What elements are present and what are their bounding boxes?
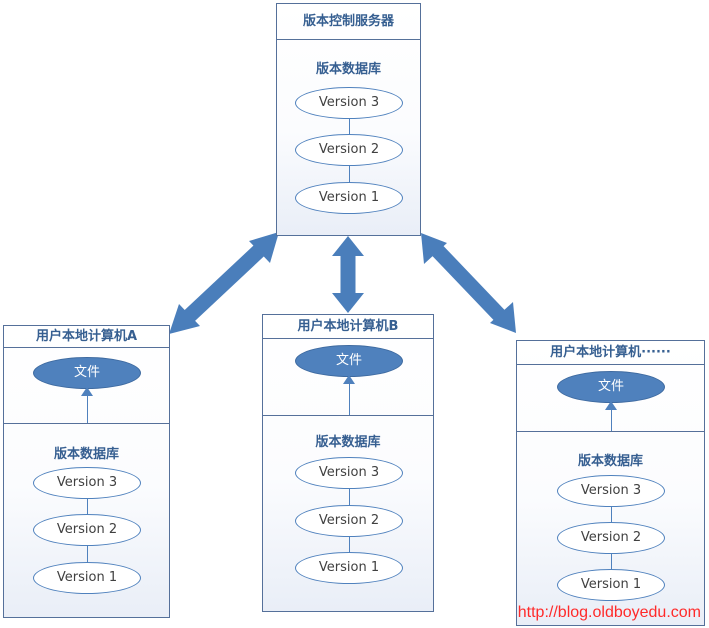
arrow-client-a-server: [169, 232, 279, 334]
arrow-server-client-c: [421, 233, 516, 333]
client-c-file-node: 文件: [557, 371, 665, 403]
server-version-3: Version 3: [295, 87, 403, 119]
client-c-db-label: 版本数据库: [577, 454, 643, 469]
client-b-version-2: Version 2: [295, 505, 403, 537]
client-c-box: 用户本地计算机······ 文件 版本数据库 Version 3 Version…: [516, 340, 705, 626]
server-box: 版本控制服务器 版本数据库 Version 3 Version 2 Versio…: [276, 3, 421, 236]
client-c-title: 用户本地计算机······: [517, 341, 704, 365]
client-b-title: 用户本地计算机B: [263, 315, 433, 339]
client-c-version-3: Version 3: [557, 475, 665, 507]
client-b-db-label: 版本数据库: [315, 435, 381, 450]
client-b-file-connector: [349, 377, 350, 415]
client-a-version-2: Version 2: [33, 514, 141, 546]
server-title: 版本控制服务器: [277, 4, 420, 40]
arrow-up-icon: [605, 401, 617, 410]
client-a-divider: [4, 423, 169, 424]
client-a-file-node: 文件: [33, 357, 141, 389]
client-a-file-connector: [87, 389, 88, 423]
watermark-url: http://blog.oldboyedu.com: [517, 604, 701, 621]
server-db-label: 版本数据库: [315, 62, 381, 77]
client-c-divider: [517, 431, 704, 432]
client-a-box: 用户本地计算机A 文件 版本数据库 Version 3 Version 2 Ve…: [3, 325, 170, 618]
client-b-version-3: Version 3: [295, 457, 403, 489]
server-version-2: Version 2: [295, 134, 403, 166]
client-b-divider: [263, 415, 433, 416]
client-c-version-2: Version 2: [557, 522, 665, 554]
client-a-version-1: Version 1: [33, 562, 141, 594]
arrow-up-icon: [81, 387, 93, 396]
client-c-version-1: Version 1: [557, 569, 665, 601]
client-b-version-1: Version 1: [295, 552, 403, 584]
arrow-up-icon: [343, 375, 355, 384]
client-a-db-label: 版本数据库: [53, 447, 119, 462]
client-c-file-connector: [611, 403, 612, 431]
client-a-title: 用户本地计算机A: [4, 326, 169, 348]
client-a-version-3: Version 3: [33, 467, 141, 499]
server-version-1: Version 1: [295, 182, 403, 214]
client-b-file-node: 文件: [295, 345, 403, 377]
client-b-box: 用户本地计算机B 文件 版本数据库 Version 3 Version 2 Ve…: [262, 314, 434, 612]
arrow-client-b-server: [332, 236, 364, 313]
